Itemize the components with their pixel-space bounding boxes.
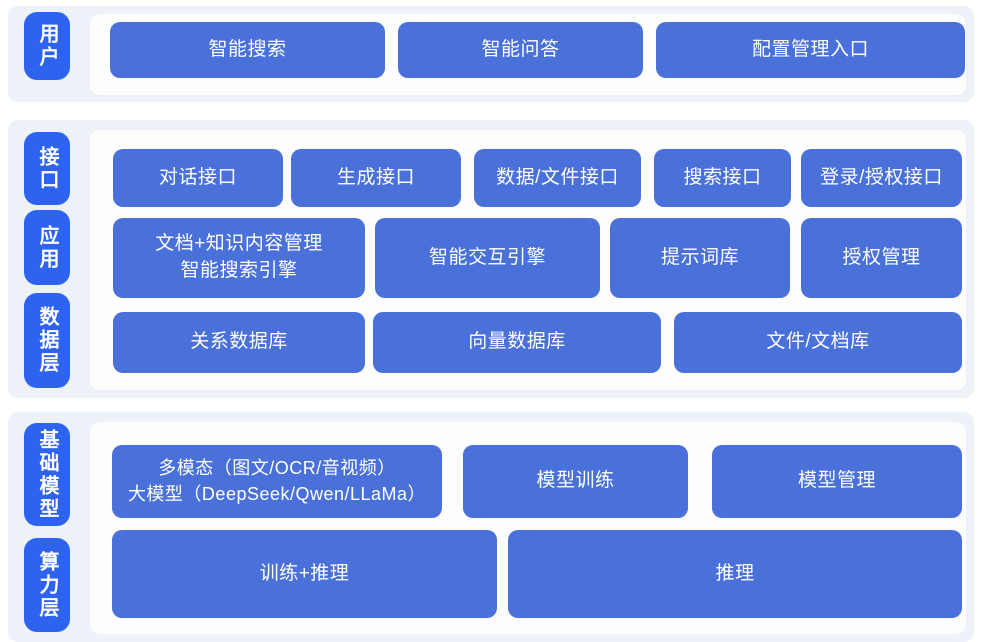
label-interface-layer-text: 接口 bbox=[36, 145, 58, 192]
block-relational-database: 关系数据库 bbox=[113, 312, 365, 373]
block-smart-qa: 智能问答 bbox=[398, 22, 643, 78]
label-compute-layer-text: 算力层 bbox=[36, 550, 58, 620]
block-generation-api: 生成接口 bbox=[291, 149, 461, 207]
middle-layers-band: 接口 应用 数据层 对话接口 生成接口 数据/文件接口 搜索接口 登录/授权接口… bbox=[8, 120, 974, 398]
block-training-plus-inference: 训练+推理 bbox=[112, 530, 497, 618]
block-data-file-api: 数据/文件接口 bbox=[474, 149, 641, 207]
label-application-layer-text: 应用 bbox=[36, 224, 58, 271]
label-data-layer: 数据层 bbox=[24, 293, 70, 388]
block-file-document-store: 文件/文档库 bbox=[674, 312, 962, 373]
label-compute-layer: 算力层 bbox=[24, 538, 70, 632]
block-intelligent-interaction-engine: 智能交互引擎 bbox=[375, 218, 600, 298]
block-vector-database: 向量数据库 bbox=[373, 312, 661, 373]
block-smart-search: 智能搜索 bbox=[110, 22, 385, 78]
block-model-management: 模型管理 bbox=[712, 445, 962, 518]
block-config-management-entry: 配置管理入口 bbox=[656, 22, 965, 78]
label-user-layer: 用户 bbox=[24, 12, 70, 80]
block-authorization-management: 授权管理 bbox=[801, 218, 962, 298]
block-prompt-library: 提示词库 bbox=[610, 218, 790, 298]
label-data-layer-text: 数据层 bbox=[36, 306, 58, 375]
block-search-api: 搜索接口 bbox=[654, 149, 791, 207]
middle-layers-panel: 对话接口 生成接口 数据/文件接口 搜索接口 登录/授权接口 文档+知识内容管理… bbox=[90, 130, 966, 390]
label-interface-layer: 接口 bbox=[24, 132, 70, 205]
label-application-layer: 应用 bbox=[24, 210, 70, 285]
block-login-auth-api: 登录/授权接口 bbox=[801, 149, 962, 207]
block-multimodal-llm: 多模态（图文/OCR/音视频） 大模型（DeepSeek/Qwen/LLaMa） bbox=[112, 445, 442, 518]
bottom-layers-panel: 多模态（图文/OCR/音视频） 大模型（DeepSeek/Qwen/LLaMa）… bbox=[90, 422, 966, 634]
label-foundation-model-layer-text: 基础模型 bbox=[36, 428, 58, 521]
block-inference: 推理 bbox=[508, 530, 962, 618]
block-dialog-api: 对话接口 bbox=[113, 149, 283, 207]
user-layer-band: 用户 智能搜索 智能问答 配置管理入口 bbox=[8, 6, 974, 102]
label-user-layer-text: 用户 bbox=[36, 23, 58, 69]
label-foundation-model-layer: 基础模型 bbox=[24, 423, 70, 526]
bottom-layers-band: 基础模型 算力层 多模态（图文/OCR/音视频） 大模型（DeepSeek/Qw… bbox=[8, 412, 974, 642]
block-doc-knowledge-search-engine: 文档+知识内容管理 智能搜索引擎 bbox=[113, 218, 365, 298]
block-model-training: 模型训练 bbox=[463, 445, 688, 518]
user-layer-panel: 智能搜索 智能问答 配置管理入口 bbox=[90, 14, 966, 95]
